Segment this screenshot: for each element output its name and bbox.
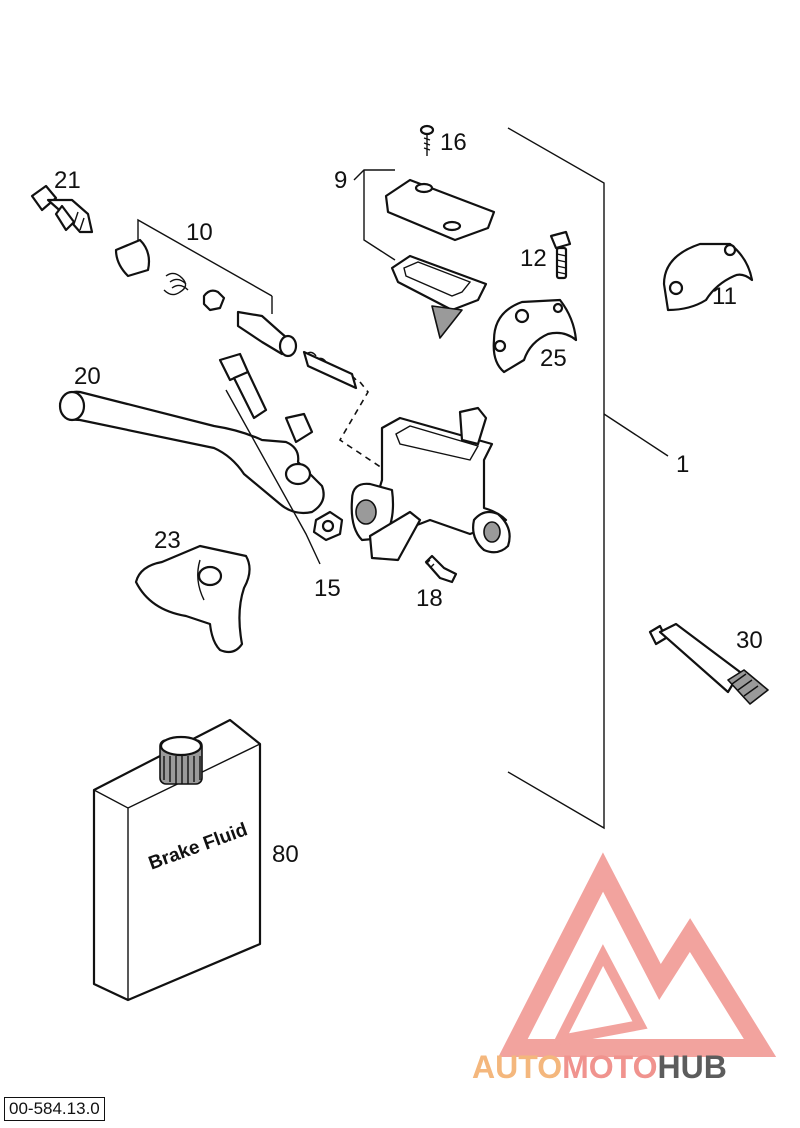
callout-30: 30 — [736, 627, 763, 654]
part-18-bleed-screw — [424, 554, 458, 584]
callout-9: 9 — [334, 167, 347, 194]
assembly-dashed-line — [338, 381, 383, 469]
part-80-brake-fluid-bottle — [92, 718, 262, 1002]
part-15-pivot-bolt — [218, 352, 344, 565]
callout-25: 25 — [540, 345, 567, 372]
callout-1: 1 — [676, 451, 689, 478]
reference-code: 00-584.13.0 — [4, 1097, 105, 1121]
callout-15: 15 — [314, 575, 341, 602]
part-16-screw — [419, 124, 435, 156]
part-11-clamp — [662, 242, 754, 312]
part-30-cable — [648, 622, 769, 705]
part-10-piston-kit — [114, 218, 358, 390]
callout-18: 18 — [416, 585, 443, 612]
part-20-brake-lever — [58, 390, 325, 515]
callout-80: 80 — [272, 841, 299, 868]
part-23-clamp-cover — [134, 544, 251, 654]
watermark-part-auto: AUTO — [472, 1049, 562, 1085]
part-1-master-cylinder — [350, 406, 511, 562]
callout-11: 11 — [712, 283, 737, 310]
callout-20: 20 — [74, 363, 101, 390]
watermark-part-hub: HUB — [657, 1049, 726, 1085]
watermark-logo-icon — [498, 852, 777, 1057]
part-21-adjuster — [30, 184, 94, 234]
callout-23: 23 — [154, 527, 181, 554]
callout-16: 16 — [440, 129, 467, 156]
callout-10: 10 — [186, 219, 213, 246]
part-12-bolt — [549, 230, 572, 280]
part-25-clamp — [492, 298, 578, 374]
watermark-part-moto: MOTO — [562, 1049, 657, 1085]
callout-12: 12 — [520, 245, 547, 272]
part-9-reservoir-cover — [353, 169, 496, 339]
callout-21: 21 — [54, 167, 81, 194]
watermark-text: AUTOMOTOHUB — [472, 1049, 727, 1085]
assembly-bracket — [507, 127, 669, 830]
